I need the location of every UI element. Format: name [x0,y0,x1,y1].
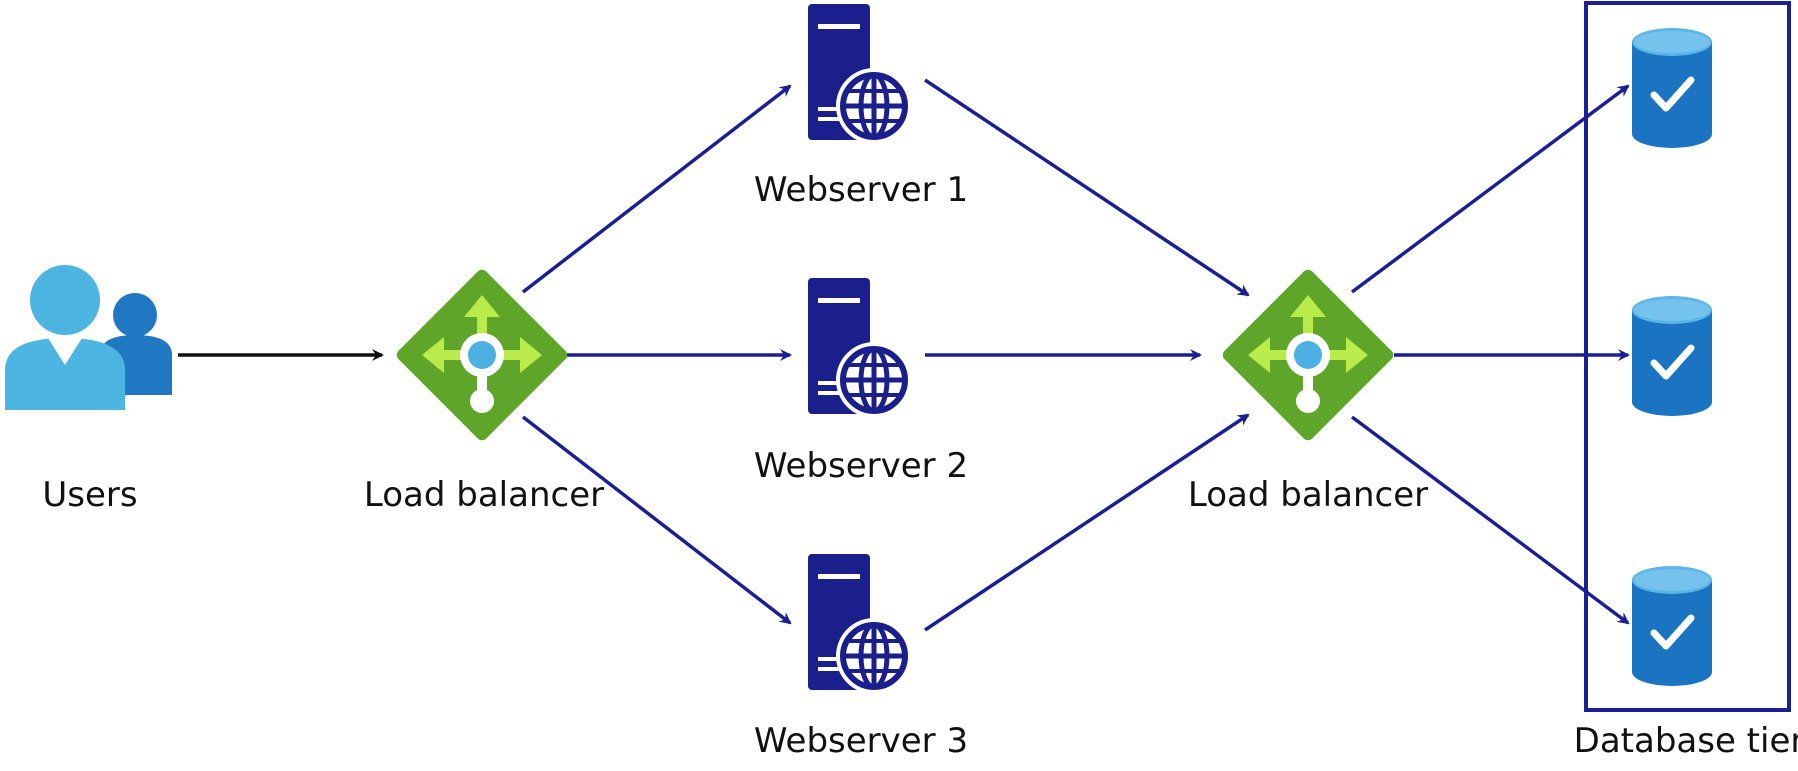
users-icon [5,265,172,410]
database-tier-box [1584,1,1791,712]
load-balancer-label: Load balancer [1187,475,1429,515]
connector-arrows [178,78,1630,632]
load-balancer-icon [394,267,570,443]
database-icon [1632,566,1712,686]
webserver-3-label: Webserver 3 [753,721,969,761]
arrow-web3-to-lb [924,413,1250,632]
webserver-2-label: Webserver 2 [753,446,969,486]
arrow-lb-to-db1 [1350,84,1630,294]
arrow-web1-to-lb [924,78,1250,297]
database-tier-label: Database tier [1573,721,1798,761]
arrow-lb-to-db3 [1350,415,1630,625]
arrow-lb-to-web3 [521,415,792,625]
webserver-1-label: Webserver 1 [753,170,969,210]
arrow-lb-to-web1 [521,84,792,294]
database-icon [1632,296,1712,416]
load-balancer-label: Load balancer [363,475,605,515]
webserver-icon [808,4,912,144]
users-label: Users [42,475,138,515]
database-icon [1632,28,1712,148]
webserver-icon [808,278,912,418]
webserver-icon [808,554,912,694]
